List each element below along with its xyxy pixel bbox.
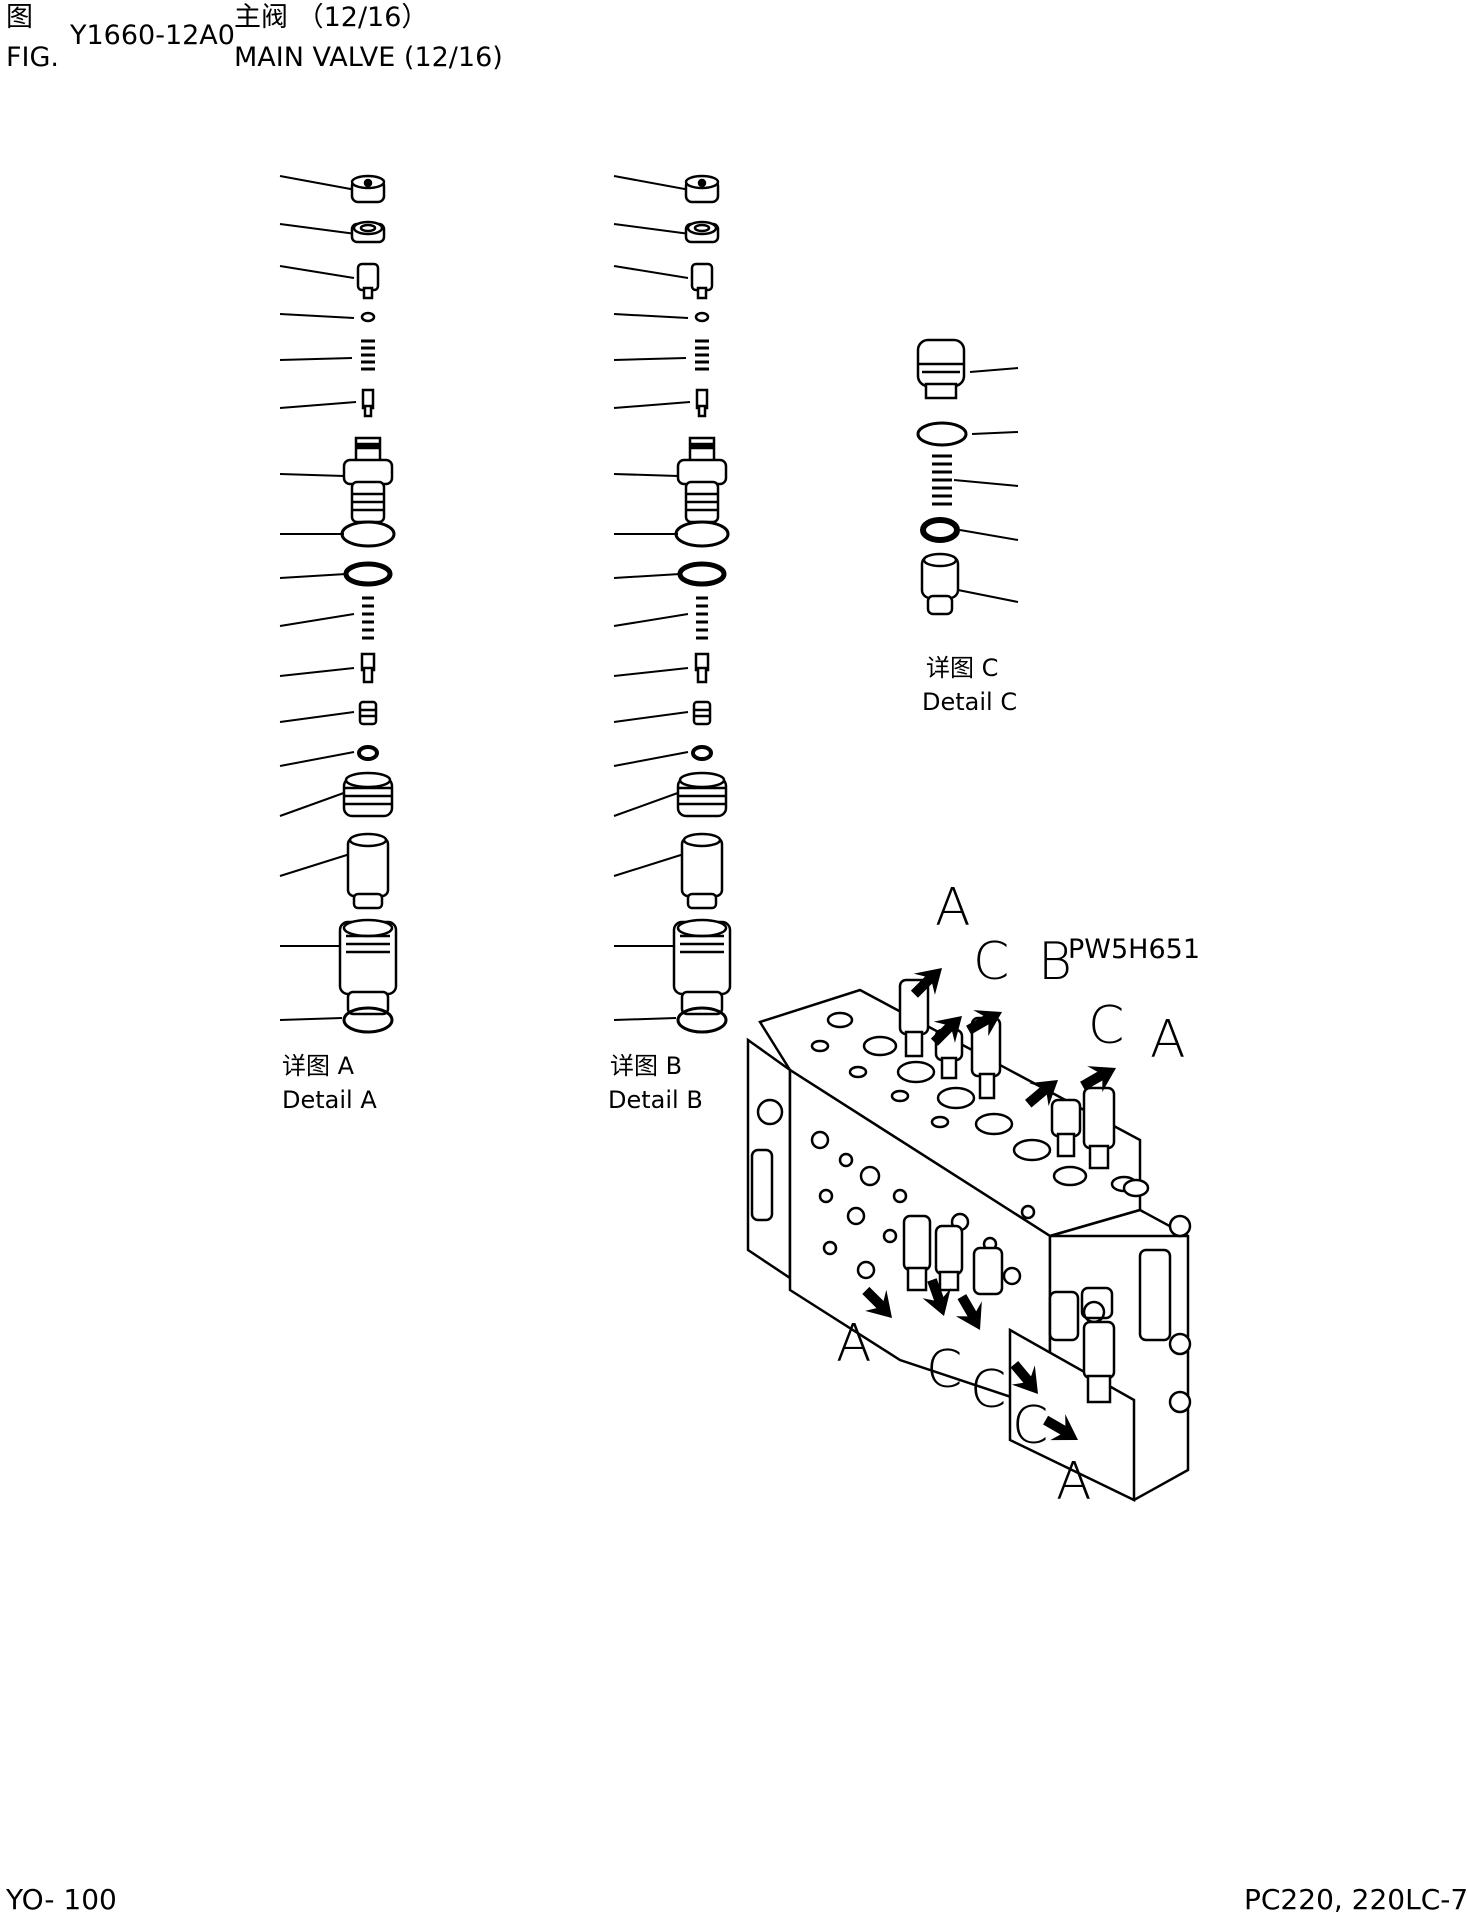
callout-letter: A [836, 1314, 872, 1374]
callout-letter: A [1150, 1010, 1186, 1070]
callout-letter: B [1038, 932, 1073, 992]
title-cn: 主阀 （12/16） [234, 2, 429, 33]
callout-letter: C [926, 1340, 963, 1400]
page-number: YO- 100 [6, 1883, 117, 1916]
detail-c-label-cn: 详图 C [926, 654, 999, 682]
fig-label-en: FIG. [6, 42, 59, 73]
callout-letter: C [970, 1360, 1007, 1420]
callout-letter: C [1012, 1396, 1049, 1456]
detail-b-label-cn: 详图 B [610, 1052, 683, 1080]
callout-letter: A [935, 878, 971, 938]
main-valve-assembly [746, 978, 1192, 1502]
model-number: PC220, 220LC-7 [1244, 1883, 1468, 1916]
detail-b-stack [614, 176, 730, 1032]
detail-b-label-en: Detail B [608, 1086, 703, 1114]
detail-a-label-cn: 详图 A [282, 1052, 355, 1080]
callout-letter: C [973, 932, 1010, 992]
title-en: MAIN VALVE (12/16) [234, 42, 503, 73]
detail-c-stack [916, 338, 1019, 616]
detail-a-stack [280, 176, 396, 1032]
detail-c-label-en: Detail C [922, 688, 1018, 716]
figure-number: Y1660-12A0 [70, 20, 235, 51]
callout-letter: C [1088, 996, 1125, 1056]
detail-a-label-en: Detail A [282, 1086, 377, 1114]
callout-letter: A [1056, 1452, 1092, 1512]
fig-label-cn: 图 [6, 2, 33, 33]
assembly-code: PW5H651 [1068, 934, 1200, 965]
